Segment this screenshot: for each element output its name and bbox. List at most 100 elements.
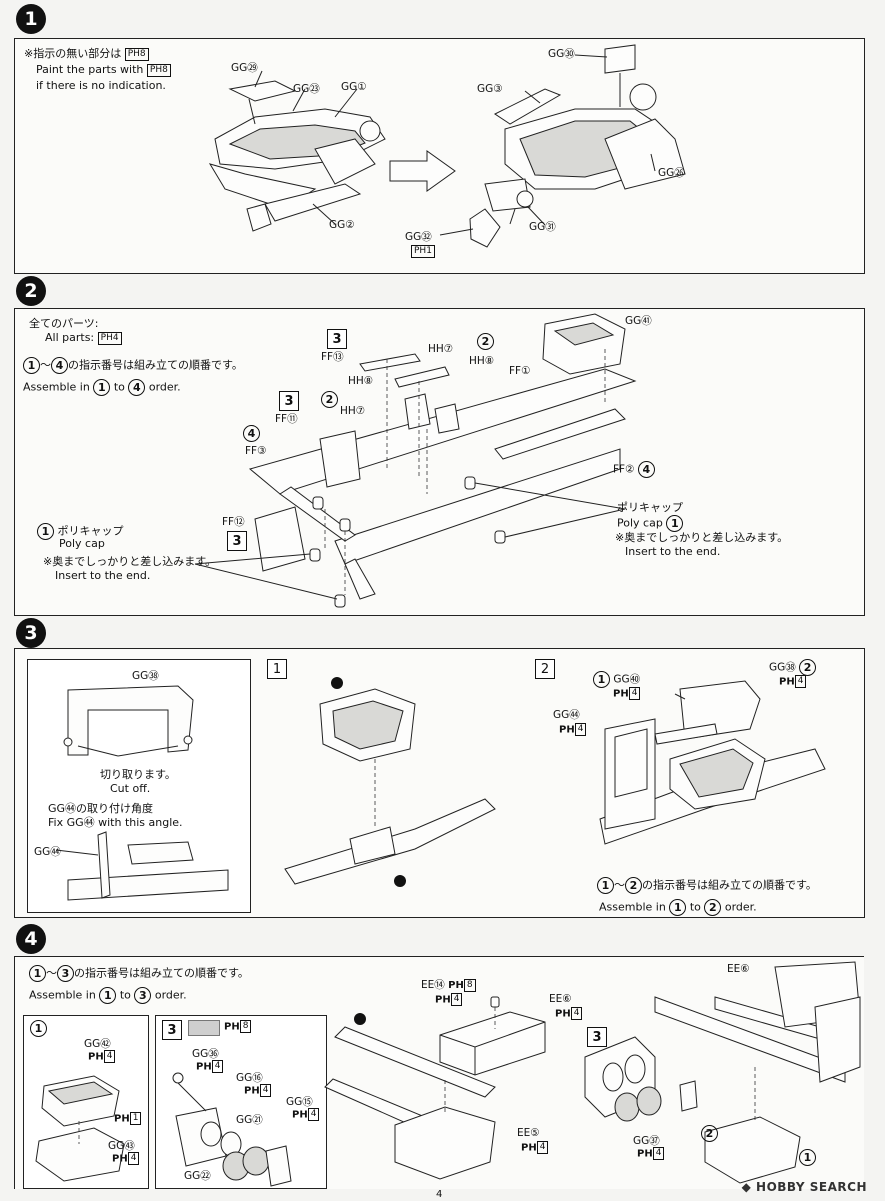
step1-illustration [208, 44, 686, 248]
step-number-4: 4 [16, 924, 46, 954]
box3-marker: 3 [162, 1020, 182, 1040]
label-gg30: GG㉚ [548, 48, 575, 60]
label-gg37: GG㊲ [633, 1135, 660, 1147]
step-number-2: 2 [16, 276, 46, 306]
marker-2b: 2 [321, 391, 338, 408]
label-ff1: FF① [509, 365, 531, 377]
label-gg41: GG㊶ [625, 315, 652, 327]
label-ff12: FF⑫ [222, 516, 245, 528]
label-gg26: GG㉖ [658, 167, 685, 179]
step3-substep-2: 2 [535, 659, 555, 679]
step1-note-jp: ※指示の無い部分は PH8 [24, 47, 149, 61]
label-gg21: GG㉑ [236, 1114, 263, 1126]
label-gg44-detail: GG㊹ [34, 846, 61, 858]
hobby-search-watermark: ◆ HOBBY SEARCH [741, 1180, 867, 1194]
label-hh8b: HH⑧ [348, 375, 374, 387]
label-gg40: 1 GG㊵ [593, 671, 640, 688]
step1-note-en2: if there is no indication. [36, 79, 166, 92]
step2-insert-right-jp: ※奥までしっかりと差し込みます。 [615, 531, 789, 544]
label-gg32: GG㉜ [405, 231, 432, 243]
marker-3b: 3 [279, 391, 299, 411]
step3-illustration [284, 677, 826, 887]
step4-illustration [324, 961, 861, 1184]
label-gg2: GG② [329, 219, 355, 231]
label-ff2: FF② 4 [613, 461, 655, 478]
step2-insert-left-en: Insert to the end. [55, 569, 151, 582]
step2-insert-right-en: Insert to the end. [625, 545, 721, 558]
label-ff13: FF⑬ [321, 351, 344, 363]
marker-3c: 3 [227, 531, 247, 551]
step3-angle-en: Fix GG㊹ with this angle. [48, 816, 183, 829]
label-gg38-detail: GG㊳ [132, 670, 159, 682]
page-number: 4 [436, 1189, 443, 1200]
label-ff11: FF⑪ [275, 413, 298, 425]
label-hh7b: HH⑦ [340, 405, 366, 417]
step3-detail-illustration [55, 685, 229, 901]
label-gg16: GG⑯ [236, 1072, 263, 1084]
label-hh7a: HH⑦ [428, 343, 454, 355]
step2-order-en: Assemble in 1 to 4 order. [23, 379, 181, 396]
label-ee5: EE⑤ [517, 1127, 540, 1139]
label-gg29: GG㉙ [231, 62, 258, 74]
label-gg42: GG㊷ [84, 1038, 111, 1050]
step-number-1: 1 [16, 4, 46, 34]
label-gg43: GG㊸ [108, 1140, 135, 1152]
label-ee6b: EE⑥ [727, 963, 750, 975]
marker-2a: 2 [477, 333, 494, 350]
step2-illustration [194, 313, 637, 608]
label-ee6a: EE⑥ [549, 993, 572, 1005]
marker-2-main: 2 [701, 1125, 718, 1142]
step4-order-en: Assemble in 1 to 3 order. [29, 987, 187, 1004]
label-gg15: GG⑮ [286, 1096, 313, 1108]
label-gg36: GG㊱ [192, 1048, 219, 1060]
marker-3-main: 3 [587, 1027, 607, 1047]
box3-illustration [172, 1072, 292, 1187]
marker-3a: 3 [327, 329, 347, 349]
label-gg23: GG㉓ [293, 83, 320, 95]
label-gg31: GG㉛ [529, 221, 556, 233]
label-hh8a: HH⑧ [469, 355, 495, 367]
box1-illustration [35, 1075, 125, 1182]
box1-marker: 1 [30, 1020, 47, 1037]
label-gg3: GG③ [477, 83, 503, 95]
label-ff3: FF③ [245, 445, 267, 457]
label-gg1: GG① [341, 81, 367, 93]
step3-order-en: Assemble in 1 to 2 order. [599, 899, 757, 916]
box3-swatch [188, 1020, 220, 1036]
step2-polycap-left-en: Poly cap [59, 537, 105, 550]
code-ph1: PH1 [411, 245, 435, 258]
step2-insert-left-jp: ※奥までしっかりと差し込みます。 [43, 555, 217, 568]
step2-polycap-right-en: Poly cap 1 [617, 515, 684, 532]
step2-polycap-left: 1 ポリキャップ [37, 523, 124, 540]
step2-all-parts-jp: 全てのパーツ: [29, 317, 99, 330]
step2-polycap-right: ポリキャップ [617, 501, 683, 514]
step1-panel: ※指示の無い部分は PH8 Paint the parts with PH8 i… [14, 38, 865, 274]
step3-angle-jp: GG㊹の取り付け角度 [48, 802, 154, 815]
marker-1-main: 1 [799, 1149, 816, 1166]
step3-substep-1: 1 [267, 659, 287, 679]
step1-note-en1: Paint the parts with PH8 [36, 63, 171, 77]
label-gg22: GG㉒ [184, 1170, 211, 1182]
marker-4a: 4 [243, 425, 260, 442]
step-number-3: 3 [16, 618, 46, 648]
